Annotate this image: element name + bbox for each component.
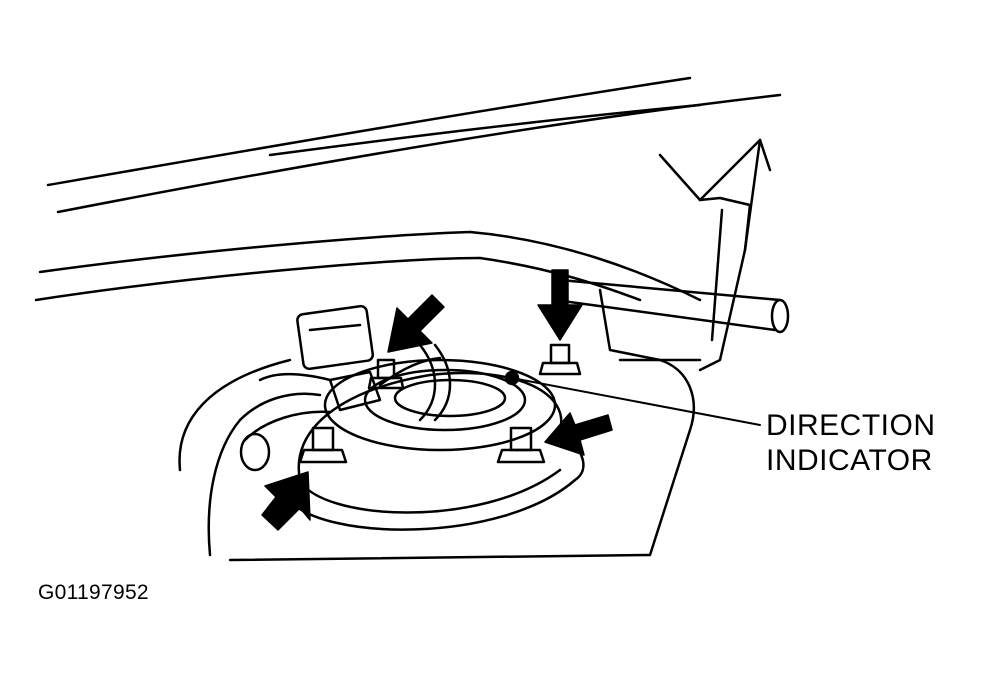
support-bar: [553, 278, 790, 334]
nut-front-right: [496, 426, 546, 464]
nut-rear-left: [367, 358, 405, 390]
body-panel-lines: [34, 76, 782, 372]
mounting-nut-icon: [298, 343, 582, 464]
strut-mount: [288, 358, 585, 531]
nut-front-left: [298, 426, 348, 464]
callout-line-2: INDICATOR: [766, 444, 933, 477]
wiring-harness: [238, 304, 452, 472]
arrow-left-icon: [544, 412, 613, 456]
nut-rear-right: [538, 343, 582, 376]
arrow-up-right-icon: [261, 471, 311, 531]
callout-line-1: DIRECTION: [766, 409, 936, 442]
arrow-down-left-icon: [387, 294, 445, 353]
arrow-down-icon: [537, 269, 583, 341]
direction-indicator-label: DIRECTION INDICATOR: [766, 408, 936, 478]
inner-fender: [178, 288, 702, 562]
figure-id: G01197952: [38, 581, 149, 604]
pointer-arrows: [261, 269, 613, 531]
callout-leader-line: [511, 377, 761, 426]
